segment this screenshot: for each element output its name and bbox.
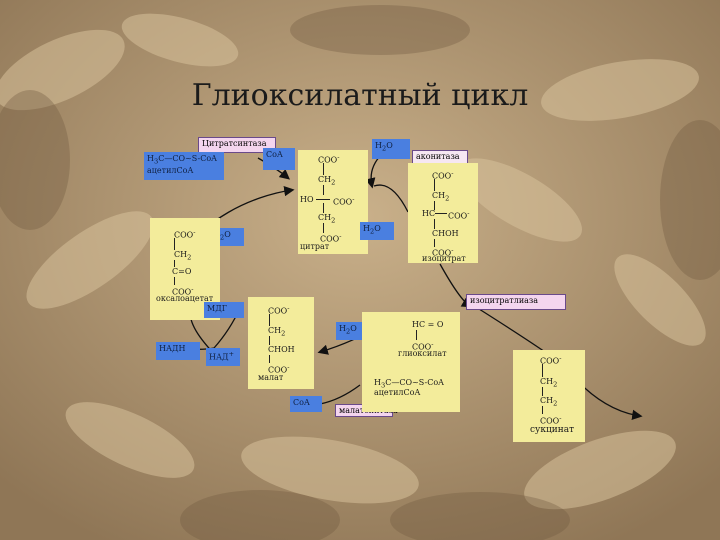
nad-plus-box: НАД+ [206, 348, 240, 366]
malate-name: малат [258, 373, 284, 382]
acetyl-coa-formula: H3C—CO~S-CoA [147, 154, 217, 166]
acetyl-coa-2-name: ацетилСоА [374, 388, 421, 397]
citrate-box [298, 150, 368, 254]
isocitrate-choh: CHOH [432, 229, 459, 238]
enzyme-aconitase: аконитаза [412, 150, 468, 164]
glyoxylate-hc: HC = O [412, 320, 444, 329]
mdg-box: МДГ [204, 302, 244, 318]
citrate-coo-bot: COO- [320, 232, 342, 244]
coa-box-1: CoA [263, 148, 295, 170]
isocitrate-coo-top: COO- [432, 169, 454, 181]
malate-coo-top: COO- [268, 304, 290, 316]
oxaloacetate-coo-top: COO- [174, 228, 196, 240]
glyoxylate-name: глиоксилат [398, 349, 447, 358]
water-box-top: H2O [372, 139, 410, 159]
glyoxylate-box [362, 312, 460, 412]
isocitrate-coo-bot: COO- [432, 246, 454, 258]
citrate-coo-top: COO- [318, 153, 340, 165]
succinate-ch2-a: CH2 [540, 377, 558, 389]
oxaloacetate-name: оксалоацетат [156, 294, 214, 303]
succinate-coo-top: COO- [540, 354, 562, 366]
isocitrate-name: изоцитрат [422, 254, 466, 263]
coa-box-2: CoA [290, 396, 322, 412]
nadh-box: НАДН [156, 342, 200, 360]
succinate-box [513, 350, 585, 442]
enzyme-isocitrate-lyase: изоцитратлиаза [466, 294, 566, 310]
isocitrate-hc: HC [422, 209, 436, 218]
citrate-ch2-top: CH2 [318, 175, 336, 187]
malate-ch2: CH2 [268, 326, 286, 338]
acetyl-coa-2-formula: H3C—CO~S-CoA [374, 378, 444, 390]
malate-box [248, 297, 314, 389]
oxaloacetate-co: C=O [172, 267, 192, 276]
isocitrate-ch2: CH2 [432, 191, 450, 203]
succinate-coo-bot: COO- [540, 414, 562, 426]
citrate-ho: HO [300, 195, 314, 204]
succinate-name: сукцинат [530, 425, 575, 435]
acetyl-coa-box-1: H3C—CO~S-CoA ацетилСоА [144, 152, 224, 180]
oxaloacetate-coo-bot: COO- [172, 285, 194, 297]
malate-coo-bot: COO- [268, 363, 290, 375]
isocitrate-coo-mid: COO- [448, 209, 470, 221]
malate-choh: CHOH [268, 345, 295, 354]
succinate-ch2-b: CH2 [540, 396, 558, 408]
citrate-name: цитрат [300, 242, 330, 251]
water-box-mid: H2O [360, 222, 394, 240]
enzyme-citrate-synthase: Цитратсинтаза [198, 137, 276, 153]
acetyl-coa-name: ацетилСоА [147, 165, 194, 175]
citrate-coo-mid: COO- [333, 195, 355, 207]
glyoxylate-coo: COO- [412, 340, 434, 352]
citrate-ch2-bot: CH2 [318, 213, 336, 225]
oxaloacetate-ch2: CH2 [174, 250, 192, 262]
page-title: Глиоксилатный цикл [191, 78, 529, 113]
